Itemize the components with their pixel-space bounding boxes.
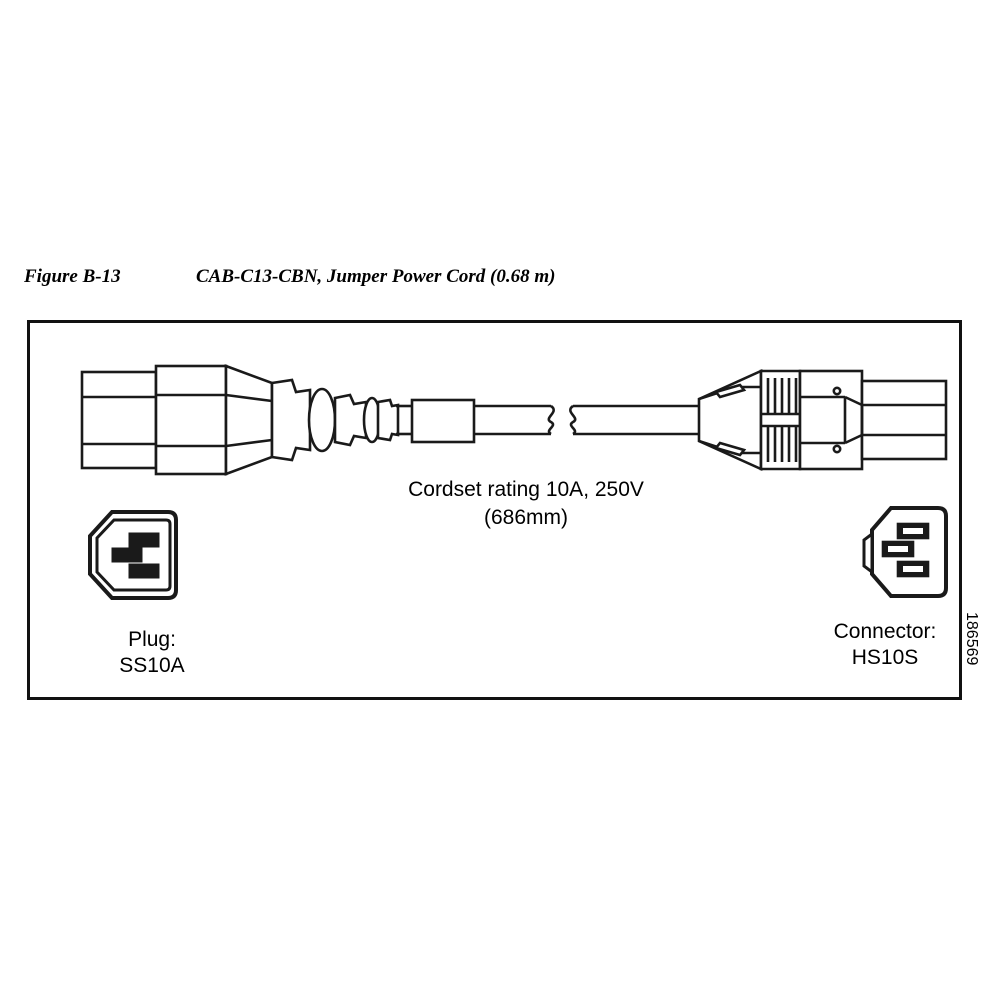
cordset-rating-line-2: (686mm)	[483, 506, 568, 529]
figure-title: CAB-C13-CBN, Jumper Power Cord (0.68 m)	[196, 266, 556, 287]
connector-label-line-1: Connector:	[833, 620, 937, 643]
connector-label-line-2: HS10S	[851, 646, 919, 669]
cordset-rating-line-1: Cordset rating 10A, 250V	[408, 478, 644, 501]
figure-caption: Figure B-13 CAB-C13-CBN, Jumper Power Cor…	[24, 266, 964, 292]
plug-label-line-1: Plug:	[128, 628, 176, 651]
figure-document-id: 186569	[963, 612, 980, 666]
plug-label-line-2: SS10A	[119, 654, 185, 677]
figure-label: Figure B-13	[24, 266, 121, 287]
